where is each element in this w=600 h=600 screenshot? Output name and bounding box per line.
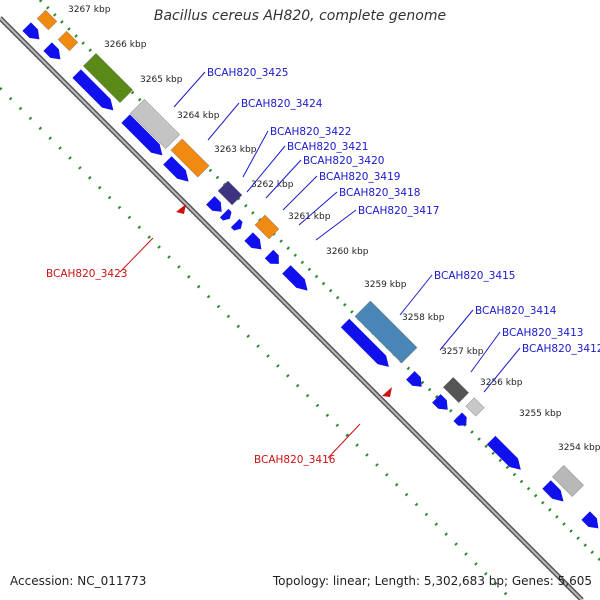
kbp-label: 3258 kbp bbox=[402, 313, 445, 323]
leader-line bbox=[207, 102, 240, 141]
gene-label-bcah820-3419: BCAH820_3419 bbox=[319, 171, 400, 183]
reverse-gene-marker bbox=[382, 387, 392, 397]
grey-feature bbox=[552, 465, 584, 497]
kbp-label: 3261 kbp bbox=[288, 212, 331, 222]
gene-features bbox=[22, 9, 599, 529]
orange-feature bbox=[36, 9, 58, 31]
genome-title: Bacillus cereus AH820, complete genome bbox=[153, 8, 447, 24]
kbp-label: 3254 kbp bbox=[558, 443, 600, 453]
cds-arrow bbox=[486, 435, 521, 470]
gene-labels: BCAH820_3425BCAH820_3424BCAH820_3422BCAH… bbox=[46, 67, 600, 466]
kbp-ruler-dots bbox=[38, 0, 600, 562]
gene-label-bcah820-3423: BCAH820_3423 bbox=[46, 268, 127, 280]
gene-label-bcah820-3414: BCAH820_3414 bbox=[475, 305, 557, 317]
cds-arrow bbox=[72, 69, 114, 111]
cds-arrow bbox=[121, 114, 163, 156]
gene-label-bcah820-3417: BCAH820_3417 bbox=[358, 205, 439, 217]
dark-grey-feature bbox=[442, 376, 470, 404]
gene-label-bcah820-3421: BCAH820_3421 bbox=[287, 141, 368, 153]
cds-arrow bbox=[581, 511, 599, 529]
kbp-label: 3257 kbp bbox=[441, 347, 484, 357]
lower-tick-ruler bbox=[0, 86, 514, 600]
leader-line bbox=[265, 159, 302, 199]
cds-arrow bbox=[542, 480, 564, 502]
kbp-label: 3264 kbp bbox=[177, 111, 220, 121]
kbp-label: 3256 kbp bbox=[480, 378, 523, 388]
cds-arrow bbox=[43, 42, 61, 60]
gene-label-bcah820-3424: BCAH820_3424 bbox=[241, 98, 323, 110]
upper-ruler-line bbox=[38, 0, 600, 562]
leader-line bbox=[246, 145, 286, 193]
orange-feature bbox=[57, 30, 79, 52]
leader-line bbox=[282, 175, 318, 211]
cds-arrow bbox=[432, 394, 448, 410]
gene-label-bcah820-3415: BCAH820_3415 bbox=[434, 270, 515, 282]
kbp-label: 3266 kbp bbox=[104, 40, 147, 50]
gene-label-bcah820-3418: BCAH820_3418 bbox=[339, 187, 420, 199]
leader-line bbox=[119, 237, 154, 273]
leader-line bbox=[470, 331, 501, 373]
gene-label-bcah820-3422: BCAH820_3422 bbox=[270, 126, 351, 138]
cds-arrow bbox=[230, 218, 243, 231]
cds-arrow bbox=[340, 318, 389, 367]
accession-text: Accession: NC_011773 bbox=[10, 574, 147, 588]
green-feature bbox=[82, 52, 134, 104]
gene-label-bcah820-3425: BCAH820_3425 bbox=[207, 67, 288, 79]
cds-arrow bbox=[22, 22, 40, 40]
cds-arrow bbox=[453, 412, 467, 426]
kbp-label: 3262 kbp bbox=[251, 180, 294, 190]
grey-feature bbox=[129, 98, 181, 150]
gene-label-bcah820-3420: BCAH820_3420 bbox=[303, 155, 384, 167]
cds-arrow bbox=[206, 196, 222, 212]
leader-line bbox=[173, 71, 206, 108]
cds-arrow bbox=[244, 232, 262, 250]
topology-text: Topology: linear; Length: 5,302,683 bp; … bbox=[272, 574, 592, 588]
gene-label-bcah820-3413: BCAH820_3413 bbox=[502, 327, 583, 339]
kbp-label: 3259 kbp bbox=[364, 280, 407, 290]
grey-feature bbox=[465, 397, 485, 417]
cds-arrow bbox=[163, 156, 189, 182]
leader-line bbox=[327, 423, 361, 459]
leader-line bbox=[399, 274, 433, 316]
leader-line bbox=[242, 130, 269, 178]
gene-label-bcah820-3412: BCAH820_3412 bbox=[522, 343, 600, 355]
leader-line bbox=[483, 347, 521, 393]
gene-label-bcah820-3416: BCAH820_3416 bbox=[254, 454, 336, 466]
kbp-label: 3255 kbp bbox=[519, 409, 562, 419]
axis-highlight bbox=[0, 17, 583, 600]
orange-feature bbox=[254, 214, 280, 240]
leader-line bbox=[298, 191, 338, 226]
genome-axis bbox=[0, 16, 584, 600]
orange-feature bbox=[170, 138, 210, 178]
cds-arrow bbox=[406, 371, 422, 387]
purple-feature bbox=[217, 180, 243, 206]
cds-arrow bbox=[264, 249, 279, 264]
lower-ruler-line bbox=[0, 86, 514, 600]
kbp-label: 3263 kbp bbox=[214, 145, 257, 155]
kbp-label: 3265 kbp bbox=[140, 75, 183, 85]
leader-line bbox=[315, 209, 357, 241]
kbp-labels: 3267 kbp 3266 kbp 3265 kbp 3264 kbp 3263 kbp… bbox=[68, 5, 600, 453]
cds-arrow bbox=[282, 265, 308, 291]
kbp-label: 3260 kbp bbox=[326, 247, 369, 257]
kbp-label: 3267 kbp bbox=[68, 5, 111, 15]
reverse-gene-marker bbox=[176, 204, 186, 214]
leader-line bbox=[439, 309, 474, 351]
label-leader-lines bbox=[119, 71, 521, 459]
blue-grey-feature bbox=[354, 300, 418, 364]
cds-arrow bbox=[219, 208, 232, 221]
